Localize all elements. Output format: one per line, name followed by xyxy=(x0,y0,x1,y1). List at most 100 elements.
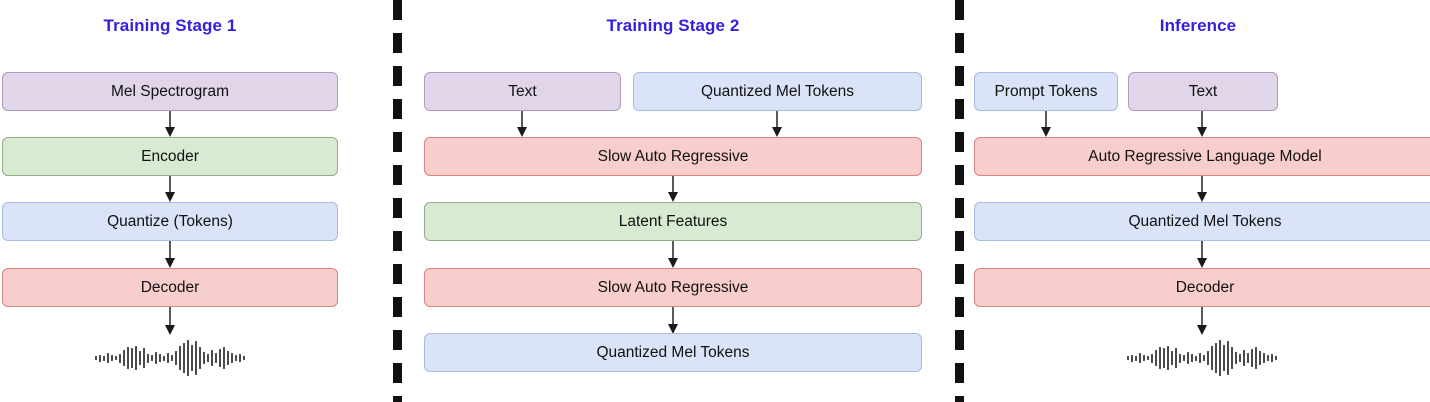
waveform-bar xyxy=(1247,353,1249,363)
waveform-bar xyxy=(1267,355,1269,361)
waveform-bar xyxy=(211,350,213,366)
node-quantized-mel-tokens-inference[interactable]: Quantized Mel Tokens xyxy=(974,202,1430,241)
waveform-bar xyxy=(159,354,161,362)
waveform-bar xyxy=(1263,353,1265,363)
waveform-bar xyxy=(207,354,209,362)
arrow-quantize-to-decoder xyxy=(165,241,175,268)
arrow-encoder-to-quantize xyxy=(165,176,175,202)
waveform-bar xyxy=(1203,355,1205,361)
waveform-bar xyxy=(171,355,173,361)
waveform-bar xyxy=(1139,353,1141,363)
waveform-bar xyxy=(199,347,201,369)
waveform-bar xyxy=(127,347,129,369)
waveform-bar xyxy=(183,343,185,373)
waveform-bar xyxy=(1187,352,1189,364)
waveform-bar xyxy=(115,356,117,360)
waveform-bar xyxy=(107,353,109,363)
node-prompt-tokens[interactable]: Prompt Tokens xyxy=(974,72,1118,111)
waveform-bar xyxy=(1127,356,1129,360)
waveform-bar xyxy=(1211,346,1213,370)
waveform-bar xyxy=(1183,355,1185,361)
waveform-bar xyxy=(175,351,177,365)
node-mel-spectrogram[interactable]: Mel Spectrogram xyxy=(2,72,338,111)
waveform-bar xyxy=(1159,347,1161,369)
waveform-bar xyxy=(139,351,141,365)
waveform-bar xyxy=(1239,354,1241,362)
waveform-bar xyxy=(1227,341,1229,375)
waveform-bar xyxy=(1155,350,1157,366)
waveform-bar xyxy=(1191,354,1193,362)
waveform-bar xyxy=(191,345,193,371)
waveform-bar xyxy=(195,341,197,375)
arrow-qmt-to-decoder-inference xyxy=(1197,241,1207,268)
column-title-training-stage-2: Training Stage 2 xyxy=(606,16,740,35)
arrow-prompt-tokens-to-lm xyxy=(1041,111,1051,137)
node-quantize-tokens[interactable]: Quantize (Tokens) xyxy=(2,202,338,241)
arrow-lm-to-qmt xyxy=(1197,176,1207,202)
waveform-bar xyxy=(119,353,121,363)
audio-waveform-inference xyxy=(1117,333,1287,383)
waveform-bar xyxy=(167,353,169,363)
node-quantized-mel-tokens-output[interactable]: Quantized Mel Tokens xyxy=(424,333,922,372)
waveform-bar xyxy=(1135,355,1137,361)
waveform-bar xyxy=(95,356,97,360)
waveform-bar xyxy=(227,351,229,365)
waveform-bar xyxy=(1215,343,1217,373)
node-slow-auto-regressive-1[interactable]: Slow Auto Regressive xyxy=(424,137,922,176)
waveform-bar xyxy=(123,350,125,366)
waveform-bar xyxy=(99,354,101,362)
node-text-stage2[interactable]: Text xyxy=(424,72,621,111)
node-quantized-mel-tokens-input[interactable]: Quantized Mel Tokens xyxy=(633,72,922,111)
waveform-bar xyxy=(1259,351,1261,365)
waveform-bar xyxy=(1223,345,1225,371)
waveform-bar xyxy=(1255,347,1257,369)
node-auto-regressive-language-model[interactable]: Auto Regressive Language Model xyxy=(974,137,1430,176)
waveform-bar xyxy=(231,353,233,363)
waveform-bar xyxy=(135,346,137,370)
node-latent-features[interactable]: Latent Features xyxy=(424,202,922,241)
waveform-bar xyxy=(1163,348,1165,368)
waveform-bar xyxy=(1175,348,1177,368)
waveform-bar xyxy=(103,355,105,361)
node-slow-auto-regressive-2[interactable]: Slow Auto Regressive xyxy=(424,268,922,307)
waveform-bar xyxy=(1199,353,1201,363)
waveform-bar xyxy=(155,352,157,364)
waveform-bar xyxy=(1243,350,1245,366)
node-decoder-inference[interactable]: Decoder xyxy=(974,268,1430,307)
waveform-bar xyxy=(187,340,189,376)
node-decoder[interactable]: Decoder xyxy=(2,268,338,307)
arrow-decoder-to-waveform-inference xyxy=(1197,307,1207,335)
arrow-slow-ar-1-to-latent xyxy=(668,176,678,202)
arrow-latent-to-slow-ar-2 xyxy=(668,241,678,268)
waveform-bar xyxy=(1147,356,1149,360)
waveform-bar xyxy=(1231,347,1233,369)
arrow-text-to-lm xyxy=(1197,111,1207,137)
node-text-inference[interactable]: Text xyxy=(1128,72,1278,111)
waveform-bar xyxy=(147,353,149,363)
waveform-bar xyxy=(179,346,181,370)
column-divider-1 xyxy=(393,0,402,402)
waveform-bar xyxy=(215,353,217,363)
audio-waveform-stage-1 xyxy=(85,333,255,383)
waveform-bar xyxy=(1151,353,1153,363)
waveform-bar xyxy=(1251,349,1253,367)
waveform-bar xyxy=(239,354,241,362)
waveform-bar xyxy=(1207,351,1209,365)
waveform-bar xyxy=(203,352,205,364)
waveform-bar xyxy=(1179,353,1181,363)
arrow-decoder-to-waveform xyxy=(165,307,175,335)
waveform-bar xyxy=(223,347,225,369)
waveform-bar xyxy=(1171,351,1173,365)
waveform-bar xyxy=(143,348,145,368)
waveform-bar xyxy=(1271,354,1273,362)
waveform-bar xyxy=(235,355,237,361)
waveform-bar xyxy=(1219,340,1221,376)
waveform-bar xyxy=(1235,352,1237,364)
waveform-bar xyxy=(1131,354,1133,362)
node-encoder[interactable]: Encoder xyxy=(2,137,338,176)
column-title-inference: Inference xyxy=(1159,16,1237,35)
column-title-training-stage-1: Training Stage 1 xyxy=(103,16,237,35)
waveform-bar xyxy=(1195,355,1197,361)
waveform-bar xyxy=(219,349,221,367)
